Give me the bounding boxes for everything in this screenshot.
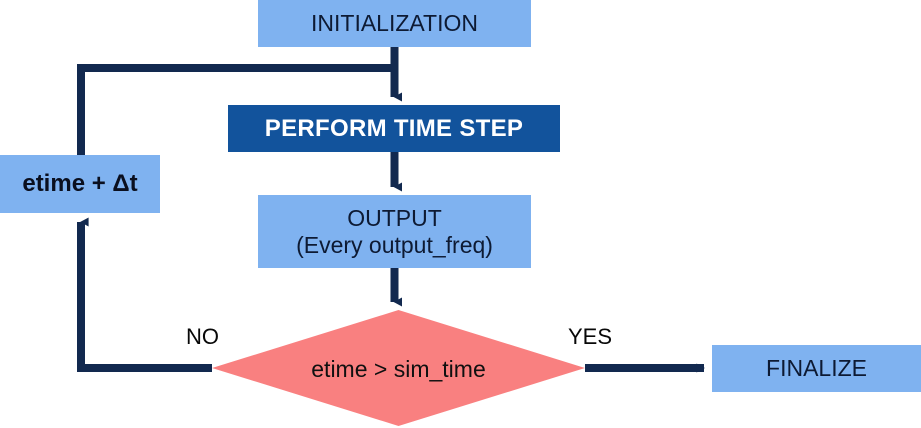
node-perform-time-step[interactable]: PERFORM TIME STEP bbox=[228, 105, 560, 152]
node-increment-etime-label: etime + Δt bbox=[22, 170, 138, 198]
node-increment-etime[interactable]: etime + Δt bbox=[0, 155, 160, 213]
node-initialization-label: INITIALIZATION bbox=[311, 10, 478, 37]
edge-label-yes: YES bbox=[568, 324, 613, 349]
node-output-label-line1: OUTPUT bbox=[347, 205, 442, 232]
node-initialization[interactable]: INITIALIZATION bbox=[258, 0, 531, 47]
node-decision[interactable]: etime > sim_time bbox=[212, 310, 585, 428]
node-perform-time-step-label: PERFORM TIME STEP bbox=[264, 114, 524, 142]
node-output-label-line2: (Every output_freq) bbox=[296, 231, 493, 258]
node-finalize[interactable]: FINALIZE bbox=[712, 345, 921, 392]
decision-diamond-shape bbox=[212, 310, 585, 426]
node-output[interactable]: OUTPUT (Every output_freq) bbox=[258, 195, 531, 268]
node-decision-label: etime > sim_time bbox=[311, 355, 486, 382]
edge-label-no: NO bbox=[186, 324, 219, 349]
node-finalize-label: FINALIZE bbox=[766, 355, 867, 382]
